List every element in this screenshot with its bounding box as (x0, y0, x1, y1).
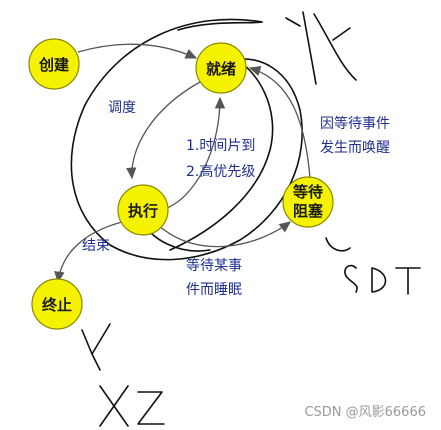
state-create: 创建 (28, 38, 80, 90)
label-preempt-line1: 1.时间片到 (186, 138, 255, 154)
label-finish: 结束 (82, 238, 110, 254)
arrow-running-to-blocked (157, 221, 292, 248)
state-ready-label: 就绪 (206, 60, 236, 78)
state-blocked: 等待 阻塞 (282, 176, 334, 228)
state-terminated: 终止 (31, 278, 83, 330)
arrow-create-to-ready (77, 43, 198, 59)
state-running: 执行 (117, 184, 169, 236)
label-sleep-line1: 等待某事 (186, 257, 242, 274)
transition-arrows (54, 43, 311, 284)
state-blocked-label-line2: 阻塞 (293, 202, 324, 220)
state-blocked-label-line1: 等待 (293, 183, 323, 201)
label-wakeup-line2: 发生而唤醒 (320, 139, 390, 156)
label-sleep-line2: 件而睡眠 (186, 282, 242, 298)
state-running-label: 执行 (128, 202, 158, 220)
arrow-blocked-to-ready (248, 66, 311, 179)
label-preempt-line2: 2.高优先级 (186, 163, 255, 180)
label-wakeup-line1: 因等待事件 (320, 115, 390, 132)
arrow-running-to-ready (161, 96, 226, 211)
state-create-label: 创建 (38, 56, 70, 74)
arrow-running-to-terminated (54, 221, 123, 284)
state-ready: 就绪 (195, 42, 247, 94)
arrow-ready-to-running (126, 81, 201, 180)
label-dispatch: 调度 (108, 100, 136, 116)
watermark: CSDN @风影66666 (304, 405, 426, 420)
state-terminated-label: 终止 (42, 296, 72, 314)
